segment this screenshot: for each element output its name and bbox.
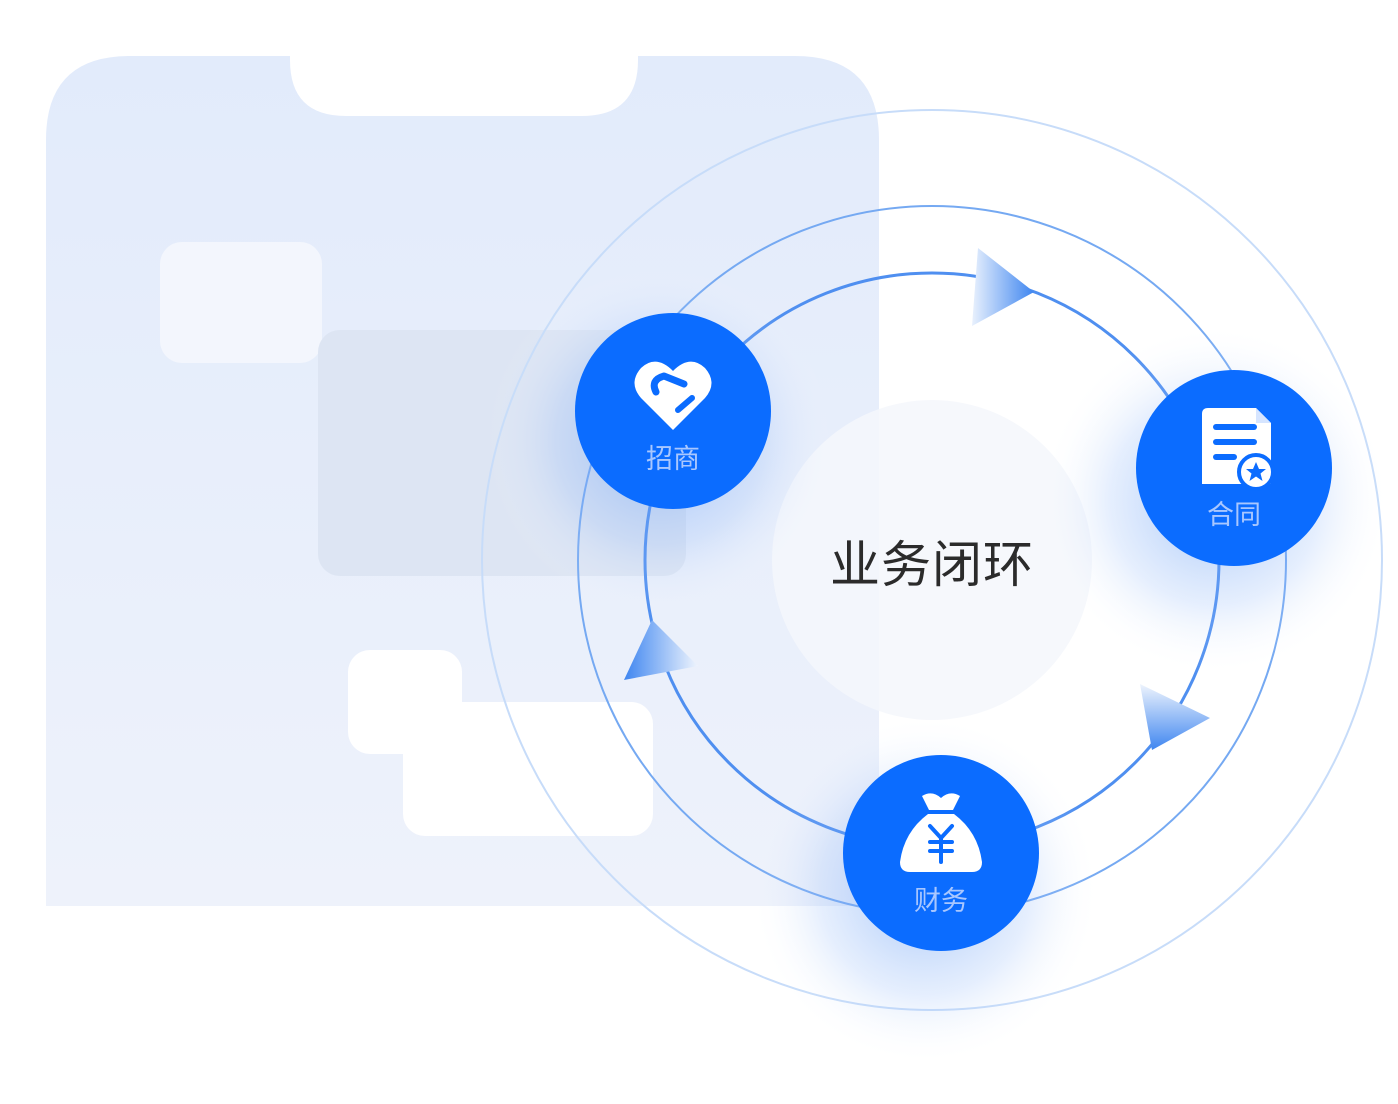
node-recruit-label: 招商 [646,444,700,475]
node-recruit[interactable]: 招商 [575,313,771,509]
center-disc [772,400,1092,720]
backdrop-card-top-left [160,242,322,363]
handshake-heart-icon [634,361,712,430]
backdrop-card-bottom-b [403,702,653,836]
node-finance[interactable]: 财务 [843,755,1039,951]
center-title: 业务闭环 [830,536,1034,594]
arrow-top [972,248,1034,326]
node-contract-label: 合同 [1207,500,1261,531]
money-bag-icon [900,793,982,872]
flow-arrows [624,248,1210,750]
node-finance-label: 财务 [914,886,968,917]
contract-document-icon [1202,408,1275,491]
arrow-left [624,620,698,680]
node-contract[interactable]: 合同 [1136,370,1332,566]
arrow-right [1140,684,1210,750]
